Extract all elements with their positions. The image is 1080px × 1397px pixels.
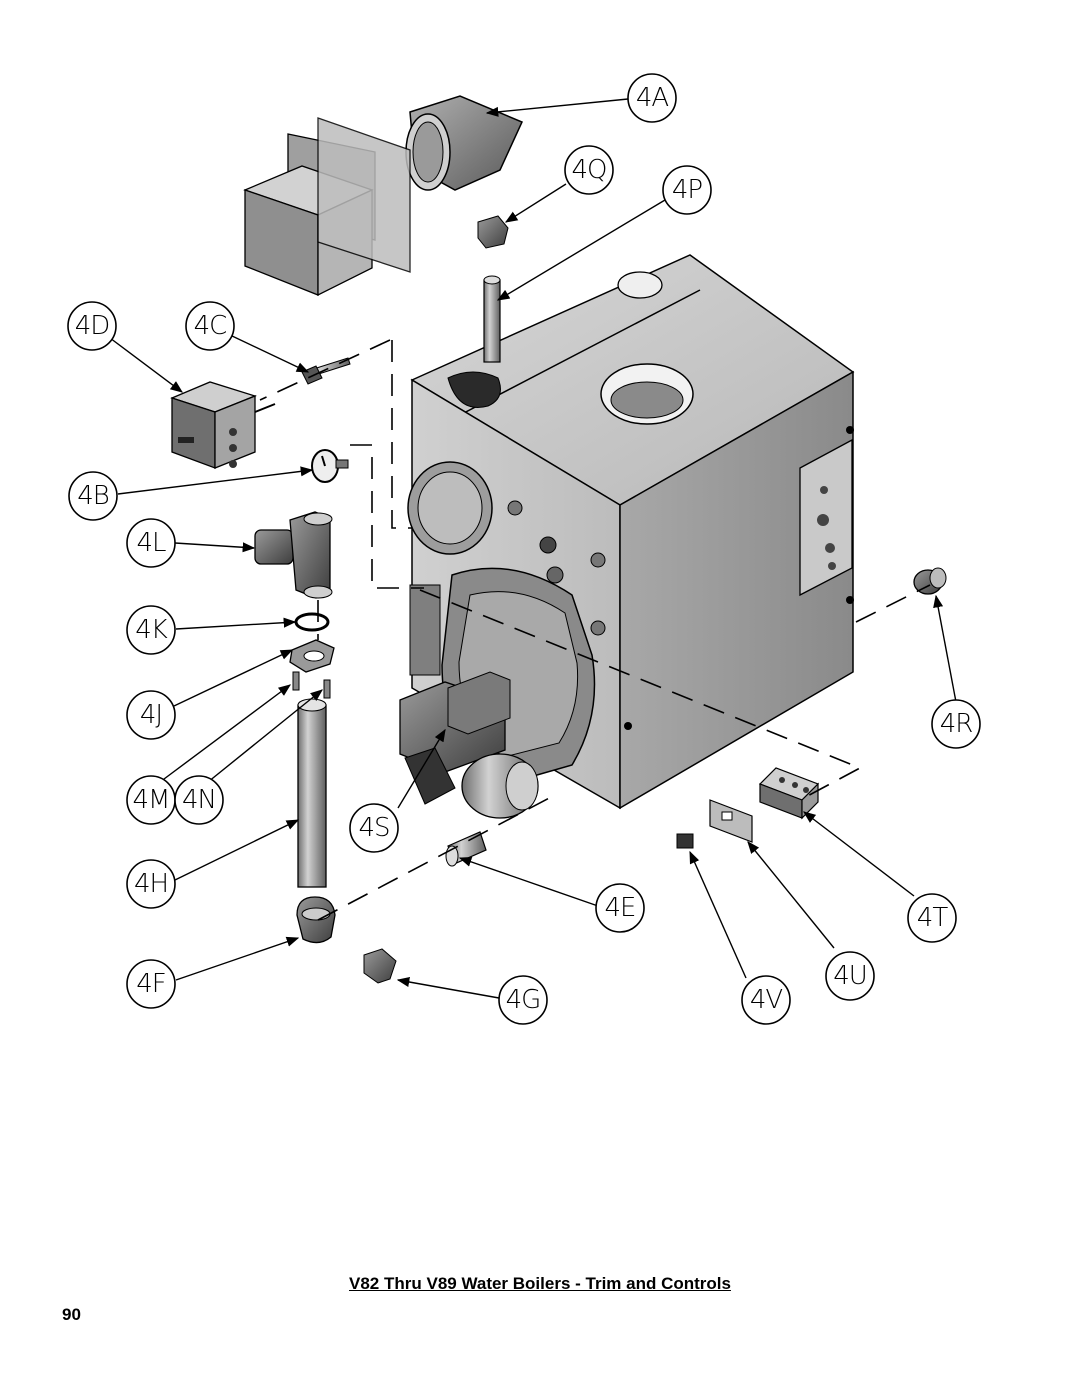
temp-pressure-gauge-part (311, 449, 349, 483)
callout-label: 4F (136, 969, 166, 999)
callout-4N: 4N (174, 775, 224, 825)
callout-4S: 4S (349, 803, 399, 853)
callout-4M: 4M (126, 775, 176, 825)
vent-box-part (243, 117, 411, 297)
callout-label: 4N (182, 785, 216, 815)
callout-4F: 4F (126, 959, 176, 1009)
callout-4V: 4V (741, 975, 791, 1025)
callout-label: 4T (917, 903, 949, 933)
assembly-dash-lines (259, 339, 931, 921)
callout-label: 4H (134, 869, 168, 899)
callout-4L: 4L (126, 518, 176, 568)
callout-4H: 4H (126, 859, 176, 909)
callout-4P: 4P (662, 165, 712, 215)
callout-label: 4L (136, 528, 166, 558)
switch-part (676, 833, 694, 849)
callout-label: 4M (133, 785, 170, 815)
terminal-block-part (758, 767, 820, 820)
circulator-pump-part (254, 511, 333, 599)
callout-4Q: 4Q (564, 145, 614, 195)
page-number: 90 (62, 1305, 81, 1324)
callout-4J: 4J (126, 690, 176, 740)
callout-label: 4C (194, 311, 227, 341)
callout-label: 4V (750, 985, 783, 1015)
limit-switch-part (913, 567, 947, 595)
callout-label: 4S (358, 813, 389, 843)
callout-label: 4P (672, 175, 703, 205)
callout-label: 4Q (571, 155, 606, 185)
callout-4T: 4T (907, 893, 957, 943)
gasket-flange-part (289, 612, 335, 699)
callout-4A: 4A (627, 73, 677, 123)
callout-4B: 4B (68, 471, 118, 521)
cover-plate-part (709, 799, 753, 843)
callout-4E: 4E (595, 883, 645, 933)
callout-label: 4U (833, 961, 867, 991)
page-caption: V82 Thru V89 Water Boilers - Trim and Co… (349, 1274, 731, 1293)
callout-label: 4D (75, 311, 110, 341)
oil-burner-part (399, 671, 539, 819)
callout-label: 4K (135, 615, 168, 645)
callout-label: 4G (506, 985, 541, 1015)
callout-4R: 4R (931, 699, 981, 749)
aquastat-control-part (170, 357, 351, 469)
callout-4K: 4K (126, 605, 176, 655)
callout-4U: 4U (825, 951, 875, 1001)
flue-collar-part (405, 95, 524, 191)
callout-label: 4R (940, 709, 973, 739)
relief-tube-part (477, 215, 509, 363)
callout-label: 4B (77, 481, 109, 511)
callout-4G: 4G (498, 975, 548, 1025)
leader-lines (109, 98, 957, 999)
callout-label: 4E (605, 893, 636, 923)
callout-label: 4J (140, 700, 162, 730)
callout-label: 4A (636, 83, 669, 113)
callout-4C: 4C (185, 301, 235, 351)
boiler-exploded-diagram: 4A 4Q 4P 4D 4C 4B 4L 4K 4J 4M 4N 4H 4F 4… (67, 73, 981, 1025)
callout-4D: 4D (67, 301, 117, 351)
